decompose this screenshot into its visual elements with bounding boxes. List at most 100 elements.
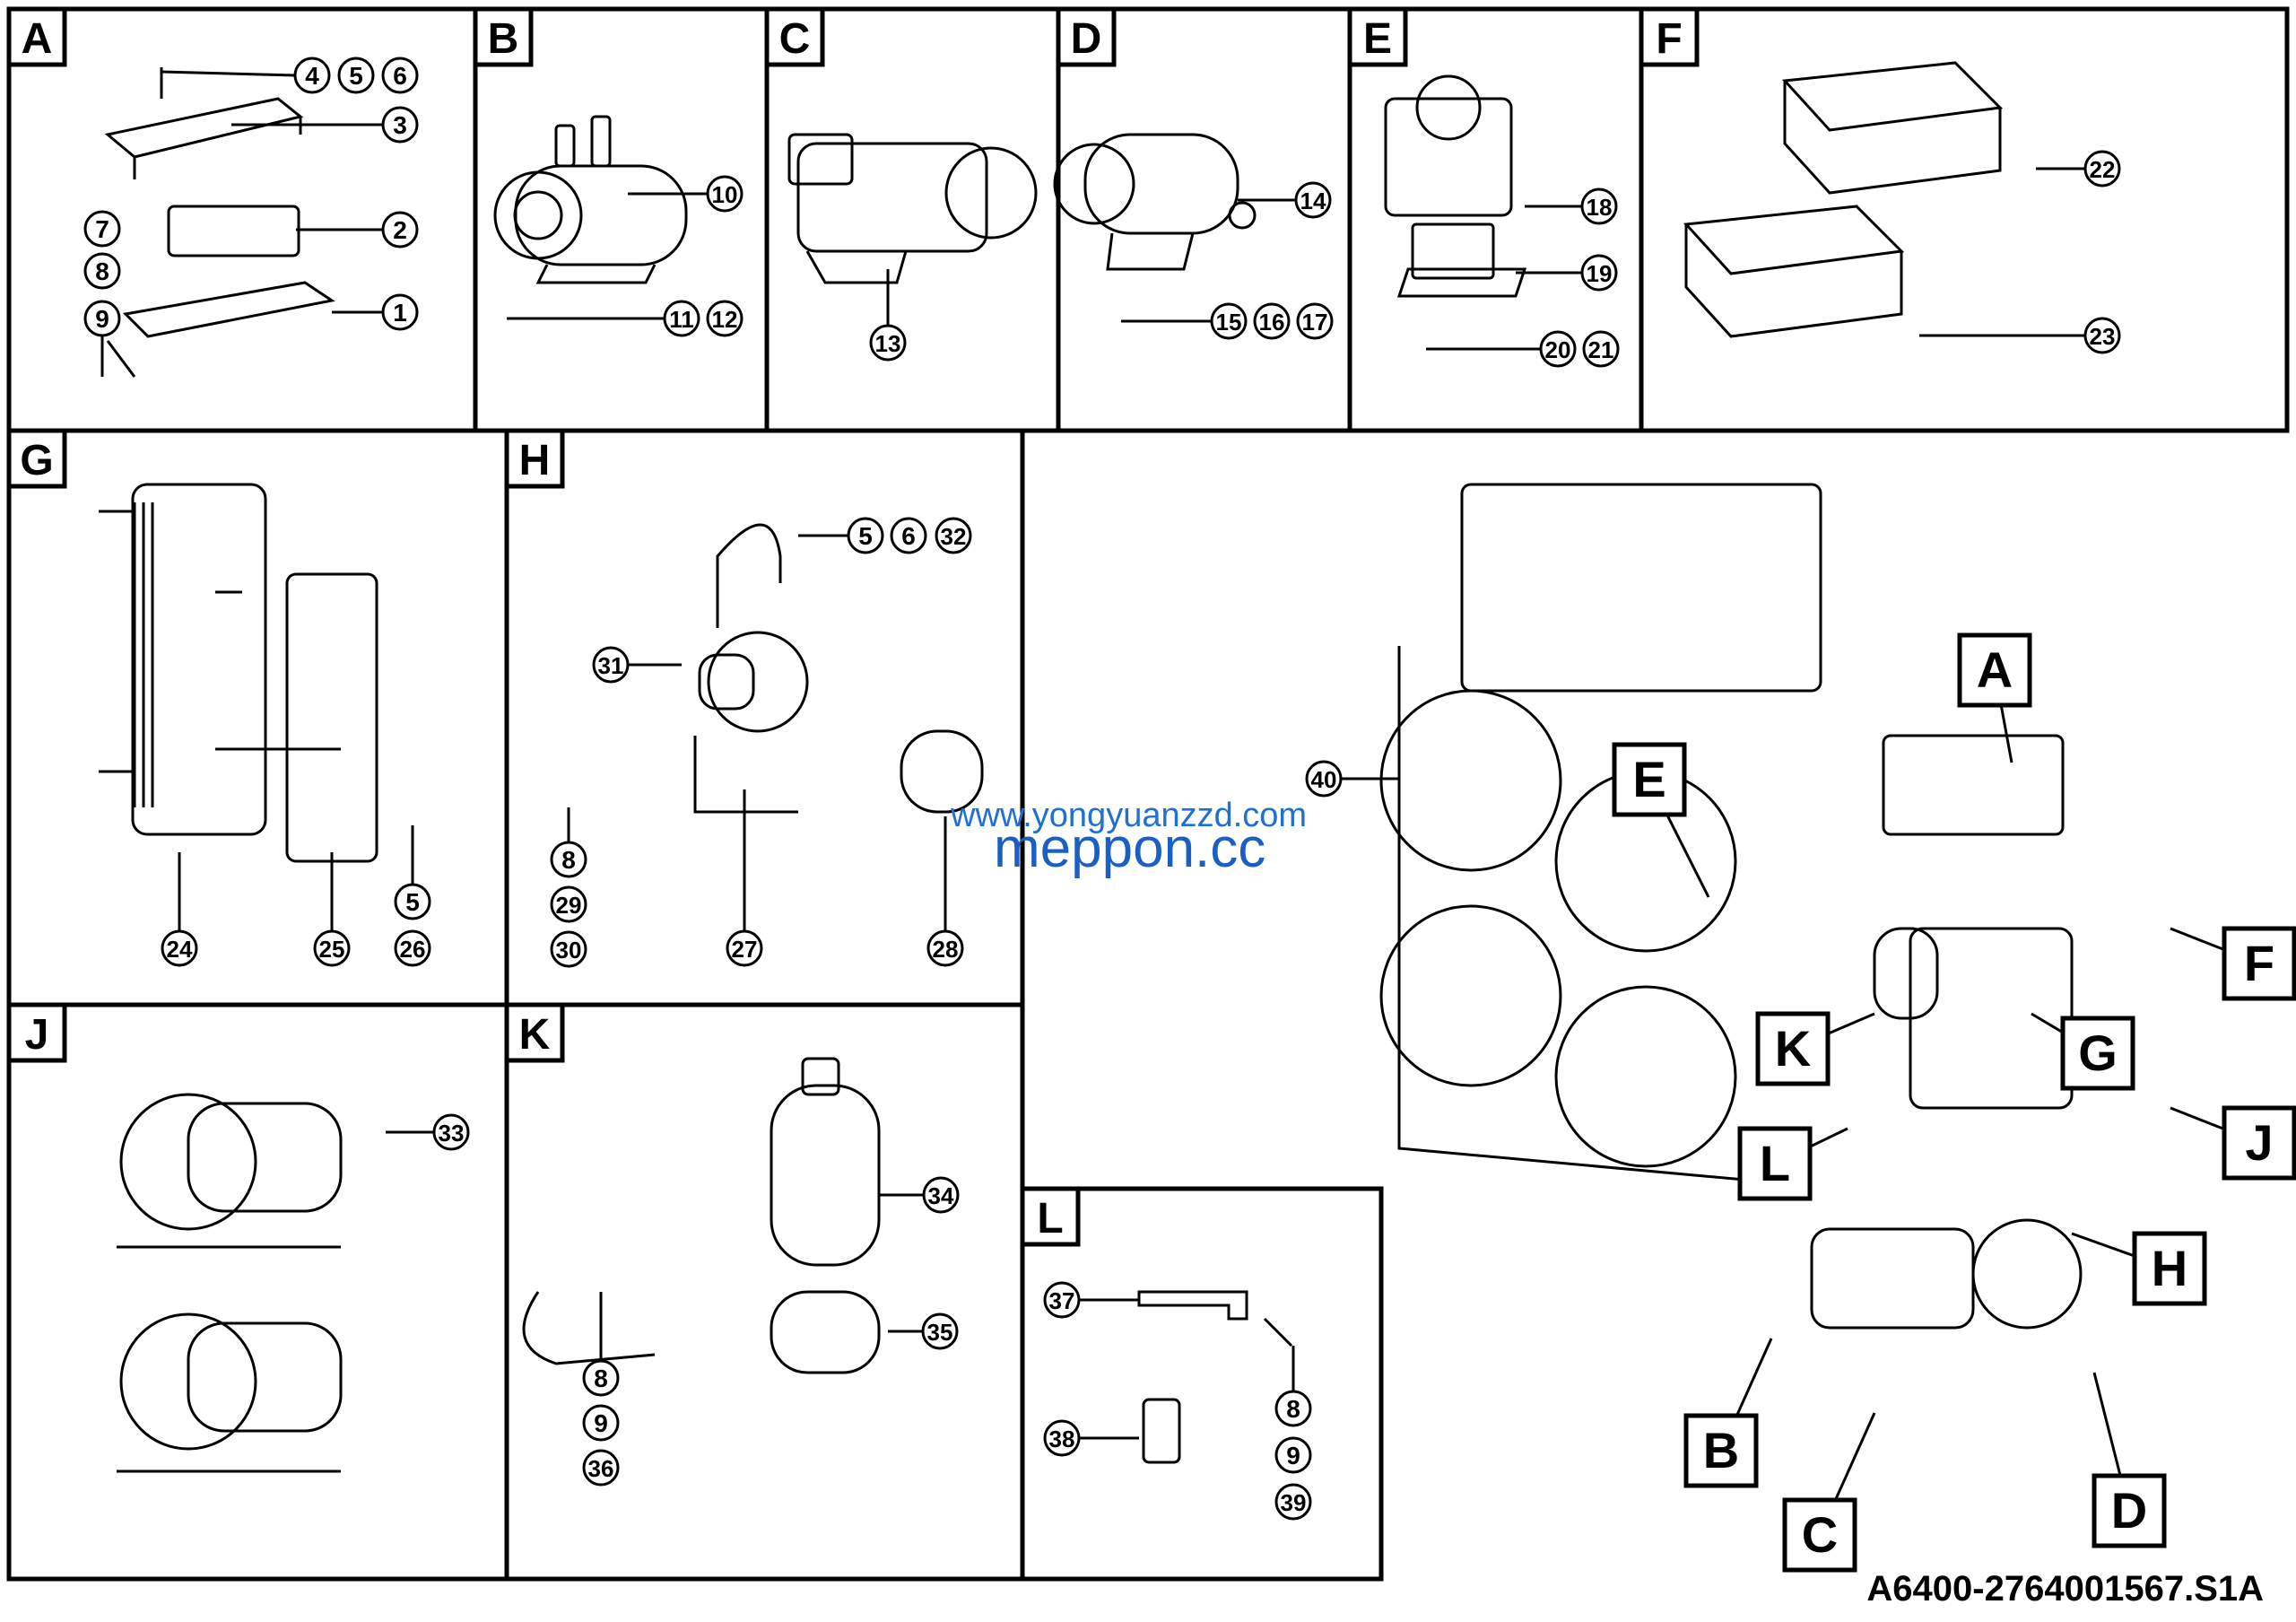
callout-34: 34 [922,1176,960,1214]
svg-text:7: 7 [95,215,109,243]
bracket-bottom [122,281,335,338]
drawing-code: A6400-2764001567.S1A [1866,1569,2264,1609]
drier-cap [801,1057,840,1096]
panel-label-a: A [6,6,67,67]
callout-39: 39 [1274,1483,1312,1521]
heat-exchanger [131,483,267,836]
svg-text:23: 23 [2090,323,2116,350]
assembly-label-j: J [2222,1105,2296,1181]
callout-16: 16 [1253,302,1291,340]
svg-text:1: 1 [393,299,407,327]
valve-body [1384,97,1513,217]
callout-9: 9 [1274,1436,1312,1474]
module-upper [1781,61,2004,195]
svg-text:27: 27 [732,936,758,963]
callout-22: 22 [2083,150,2121,187]
svg-text:37: 37 [1049,1287,1075,1314]
motor-body [796,142,988,253]
svg-text:H: H [519,437,551,484]
svg-text:29: 29 [556,892,582,919]
panel-frame [6,428,509,1007]
panel-frame [1056,6,1352,433]
hose [716,523,782,628]
svg-text:36: 36 [588,1455,614,1482]
sleeve [900,729,984,814]
callout-17: 17 [1296,302,1334,340]
svg-text:C: C [779,15,811,63]
fan-4 [1554,985,1737,1168]
canister-port [1228,201,1257,230]
callout-3: 3 [381,106,419,144]
svg-text:14: 14 [1300,187,1326,214]
pump-body [514,164,688,266]
main-module [1882,734,2065,836]
svg-text:K: K [519,1011,551,1059]
callout-5: 5 [337,57,375,94]
svg-text:12: 12 [712,306,738,333]
callout-38: 38 [1043,1419,1081,1457]
svg-text:L: L [1037,1195,1063,1243]
callout-10: 10 [706,175,744,213]
svg-text:22: 22 [2090,156,2116,183]
assembly-label-l: L [1737,1126,1813,1201]
module-lower [1683,205,1905,338]
svg-text:D: D [2111,1482,2147,1539]
callout-9: 9 [83,300,121,337]
port [698,653,755,711]
svg-text:2: 2 [393,216,407,244]
svg-text:30: 30 [556,937,582,964]
svg-text:5: 5 [349,62,363,90]
svg-text:3: 3 [393,111,407,139]
stubs [99,510,341,773]
tank-top [1460,483,1822,693]
panel-label-l: L [1020,1186,1081,1247]
drier-body [770,1084,881,1267]
callout-27: 27 [726,929,763,967]
callout-8: 8 [550,841,587,878]
pump-wheel [119,1312,257,1451]
panel-label-d: D [1056,6,1117,67]
callout-6: 6 [381,57,419,94]
svg-text:21: 21 [1588,336,1614,363]
svg-text:6: 6 [901,522,916,550]
svg-text:34: 34 [928,1182,954,1209]
bolt-l [1263,1317,1293,1347]
callout-1: 1 [381,293,419,331]
pump-mount [535,264,657,284]
svg-text:F: F [2244,935,2274,991]
svg-text:40: 40 [1311,766,1337,793]
callout-23: 23 [2083,317,2121,354]
svg-text:32: 32 [941,523,967,550]
main-motor [1810,1227,1975,1330]
main-exchanger [1909,927,2074,1110]
svg-text:A: A [1977,641,2013,698]
svg-text:33: 33 [439,1120,465,1147]
svg-text:24: 24 [167,936,193,963]
panel-frame [764,6,1061,433]
callout-40: 40 [1305,760,1343,798]
svg-text:9: 9 [594,1409,608,1437]
svg-text:G: G [2078,1025,2118,1081]
callout-35: 35 [921,1312,959,1350]
svg-text:8: 8 [95,257,109,285]
svg-text:26: 26 [400,936,426,963]
callout-19: 19 [1580,254,1618,292]
watermark-url: www.yongyuanzzd.com [951,797,1308,834]
drier-ring [770,1290,881,1374]
callout-24: 24 [161,929,198,967]
callout-32: 32 [935,517,972,554]
callout-12: 12 [706,300,744,337]
svg-text:8: 8 [1286,1395,1300,1423]
svg-text:J: J [25,1011,49,1059]
panel-label-f: F [1639,6,1700,67]
sensor-bracket [1137,1290,1248,1321]
panel-label-j: J [6,1002,67,1063]
svg-text:D: D [1071,15,1102,63]
pump-face [493,170,583,260]
svg-text:H: H [2152,1240,2187,1296]
fan-1 [1379,689,1562,872]
callout-14: 14 [1294,181,1332,219]
callout-6: 6 [890,517,927,554]
callout-30: 30 [550,930,587,968]
pump-housing [187,1321,343,1433]
